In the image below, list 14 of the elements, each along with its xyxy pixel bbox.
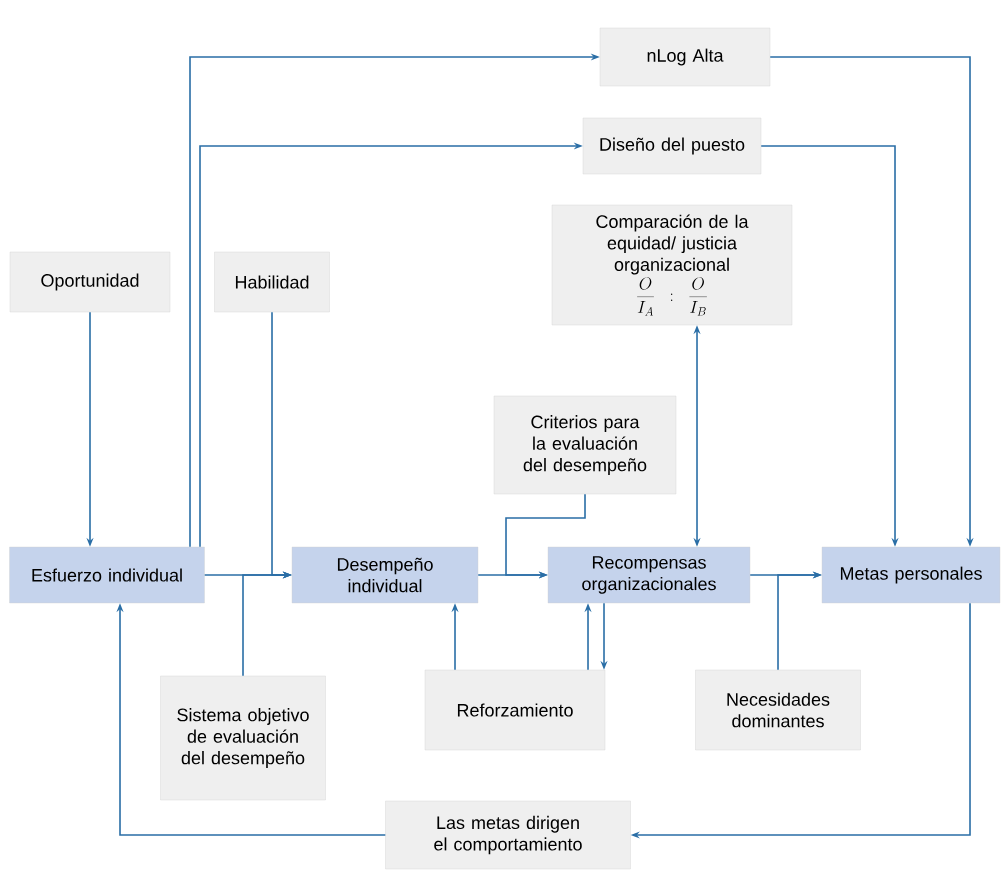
- process-box: Metas personales: [821, 546, 1001, 604]
- factor-box: Necesidades dominantes: [695, 669, 861, 751]
- factor-box: Sistema objetivo de evaluación del desempeño: [160, 675, 326, 801]
- factor-box: Oportunidad: [9, 251, 171, 313]
- factor-box: Comparación de la equidad/ justicia organizacional $\frac{O}{I_A} : \frac{O}{I_B}$: [551, 204, 793, 326]
- factor-box: Reforzamiento: [424, 669, 606, 751]
- factor-box: Habilidad: [214, 251, 330, 313]
- factor-box: Las metas dirigen el comportamiento: [385, 800, 631, 870]
- factor-box: nLog Alta: [599, 27, 771, 87]
- factor-box: Criterios para la evaluación del desempeño: [493, 395, 677, 495]
- process-box: Esfuerzo individual: [9, 546, 205, 604]
- factor-box: Diseño del puesto: [582, 117, 762, 175]
- process-box: Recompensas organizacionales: [547, 546, 751, 604]
- process-box: Desempeño individual: [291, 546, 479, 604]
